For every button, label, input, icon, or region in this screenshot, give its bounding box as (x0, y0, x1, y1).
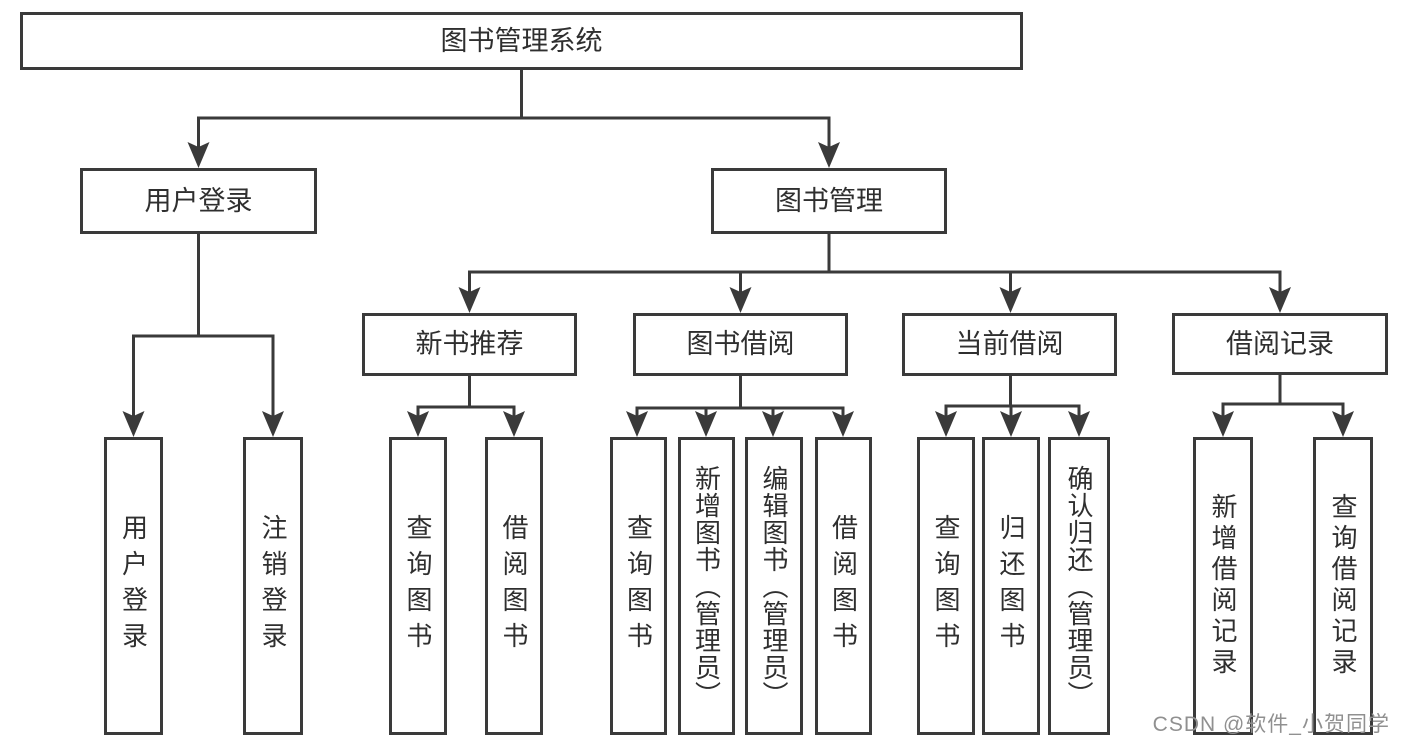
node-label: 归还图书 (996, 514, 1026, 658)
arrowhead-down-icon (1000, 411, 1022, 437)
node-label: 注销登录 (258, 514, 288, 658)
arrowhead-down-icon (729, 287, 752, 313)
leaf-borrow-books-recommend: 借阅图书 (485, 437, 543, 735)
node-label: 图书管理系统 (440, 25, 603, 56)
csdn-watermark: CSDN @软件_小贺同学 (1152, 713, 1390, 736)
node-label: 新书推荐 (415, 329, 524, 359)
arrowhead-down-icon (935, 411, 957, 437)
arrowhead-down-icon (762, 411, 784, 437)
leaf-edit-book-admin: 编辑图书（管理员） (745, 437, 803, 735)
node-current-borrow: 当前借阅 (902, 313, 1117, 376)
node-label: 借阅图书 (828, 514, 859, 658)
node-label: 编辑图书（管理员） (759, 464, 789, 708)
leaf-query-books-borrow: 查询图书 (610, 437, 667, 735)
node-label: 当前借阅 (955, 329, 1064, 359)
node-borrow-records: 借阅记录 (1172, 313, 1388, 375)
arrowhead-down-icon (626, 411, 648, 437)
node-label: 图书借阅 (686, 329, 795, 359)
leaf-add-book-admin: 新增图书（管理员） (678, 437, 735, 735)
leaf-add-borrow-record: 新增借阅记录 (1193, 437, 1253, 735)
node-label: 查询图书 (403, 514, 433, 658)
node-label: 确认归还（管理员） (1064, 464, 1094, 708)
arrowhead-down-icon (122, 411, 145, 437)
node-label: 查询图书 (931, 514, 961, 658)
arrowhead-down-icon (1212, 411, 1234, 437)
leaf-query-books-recommend: 查询图书 (389, 437, 447, 735)
arrowhead-down-icon (1332, 411, 1354, 437)
arrowhead-down-icon (1068, 411, 1090, 437)
node-book-borrow: 图书借阅 (633, 313, 848, 376)
leaf-return-book: 归还图书 (982, 437, 1040, 735)
arrowhead-down-icon (1269, 287, 1291, 313)
arrowhead-down-icon (187, 142, 210, 168)
arrowhead-down-icon (262, 411, 284, 437)
node-label: 用户登录 (144, 185, 253, 216)
leaf-query-books-current: 查询图书 (917, 437, 975, 735)
arrowhead-down-icon (818, 142, 840, 168)
node-label: 查询图书 (623, 514, 654, 658)
node-book-management: 图书管理 (711, 168, 947, 234)
arrowhead-down-icon (503, 411, 525, 437)
arrowhead-down-icon (999, 287, 1022, 313)
node-label: 借阅图书 (499, 514, 529, 658)
arrowhead-down-icon (407, 411, 429, 437)
node-label: 新增图书（管理员） (691, 464, 722, 708)
node-label: 图书管理 (775, 185, 883, 216)
leaf-user-login: 用户登录 (104, 437, 163, 735)
arrowhead-down-icon (832, 411, 854, 437)
node-new-book-recommend: 新书推荐 (362, 313, 577, 376)
node-label: 新增借阅记录 (1208, 493, 1238, 679)
leaf-confirm-return-admin: 确认归还（管理员） (1048, 437, 1110, 735)
node-label: 用户登录 (118, 514, 149, 658)
leaf-borrow-books: 借阅图书 (815, 437, 872, 735)
node-label: 借阅记录 (1226, 328, 1334, 359)
leaf-logout: 注销登录 (243, 437, 303, 735)
node-user-login: 用户登录 (80, 168, 317, 234)
arrowhead-down-icon (458, 287, 481, 313)
node-root: 图书管理系统 (20, 12, 1023, 70)
node-label: 查询借阅记录 (1328, 493, 1358, 679)
leaf-query-borrow-record: 查询借阅记录 (1313, 437, 1373, 735)
arrowhead-down-icon (695, 411, 717, 437)
